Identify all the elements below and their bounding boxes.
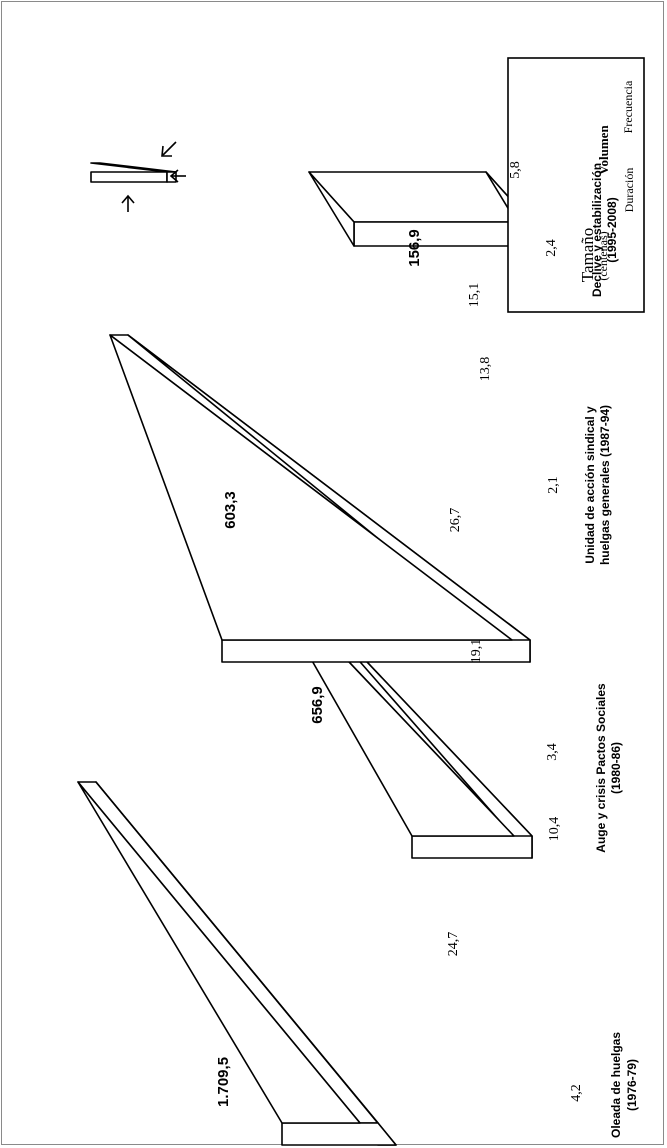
legend-example-box-top bbox=[90, 162, 177, 173]
legend-box bbox=[507, 57, 645, 313]
duration-arrow-head bbox=[169, 169, 179, 183]
legend-frequency-label: Frecuencia bbox=[621, 80, 635, 133]
legend-size-label: Tamaño bbox=[578, 228, 597, 283]
period-2-name-line1: Auge y crisis Pactos Sociales bbox=[594, 683, 608, 853]
period-3-volume: 603,3 bbox=[222, 491, 239, 529]
legend-title: Volumen bbox=[596, 125, 611, 175]
period-2-name-line2: (1980-86) bbox=[609, 742, 623, 794]
legend-size-unit: (centenas) bbox=[596, 231, 610, 280]
period-1-volume: 1.709,5 bbox=[215, 1057, 232, 1107]
legend-example-box-front bbox=[90, 171, 168, 183]
period-1-box-left bbox=[77, 781, 361, 1124]
period-1-frequency: 24,7 bbox=[446, 932, 461, 957]
period-4-size: 15,1 bbox=[467, 283, 482, 308]
period-4-volume: 156,9 bbox=[406, 229, 423, 267]
period-4-box-left bbox=[308, 171, 355, 247]
period-2-box-front bbox=[411, 835, 533, 859]
period-1-box bbox=[77, 781, 397, 1146]
period-3-name-line2: huelgas generales (1987-94) bbox=[598, 405, 612, 565]
period-3-frequency: 13,8 bbox=[478, 357, 493, 382]
period-2-frequency: 19,1 bbox=[469, 639, 484, 664]
period-4-box-front bbox=[353, 221, 532, 247]
period-3-box-left bbox=[109, 334, 513, 641]
legend-duration-label: Duración bbox=[622, 168, 636, 213]
legend-example-box bbox=[90, 162, 177, 183]
period-2-volume: 656,9 bbox=[309, 686, 326, 724]
period-4-duration: 2,4 bbox=[544, 239, 559, 257]
period-3-duration: 2,1 bbox=[546, 476, 561, 494]
period-2-size: 10,4 bbox=[547, 817, 562, 842]
period-1-box-front bbox=[281, 1122, 397, 1146]
period-3-size: 26,7 bbox=[448, 508, 463, 533]
period-1-name-line1: Oleada de huelgas bbox=[609, 1032, 623, 1138]
frequency-arrow-head bbox=[161, 145, 172, 157]
period-1-box-side bbox=[95, 781, 397, 1146]
period-1-name-line2: (1976-79) bbox=[625, 1059, 639, 1111]
period-2-duration: 3,4 bbox=[545, 743, 560, 761]
size-arrow-head bbox=[121, 194, 135, 204]
legend-arrows bbox=[121, 141, 186, 212]
frequency-arrow bbox=[162, 141, 177, 156]
period-3-box bbox=[109, 334, 531, 663]
period-1-size: 4,2 bbox=[569, 1084, 584, 1102]
period-3-name-line1: Unidad de acción sindical y bbox=[583, 406, 597, 564]
period-4-name-line1: Declive y estabilización bbox=[590, 163, 604, 297]
period-4-name-line2: (1995-2008) bbox=[605, 197, 619, 262]
period-4-frequency: 5,8 bbox=[508, 161, 523, 179]
